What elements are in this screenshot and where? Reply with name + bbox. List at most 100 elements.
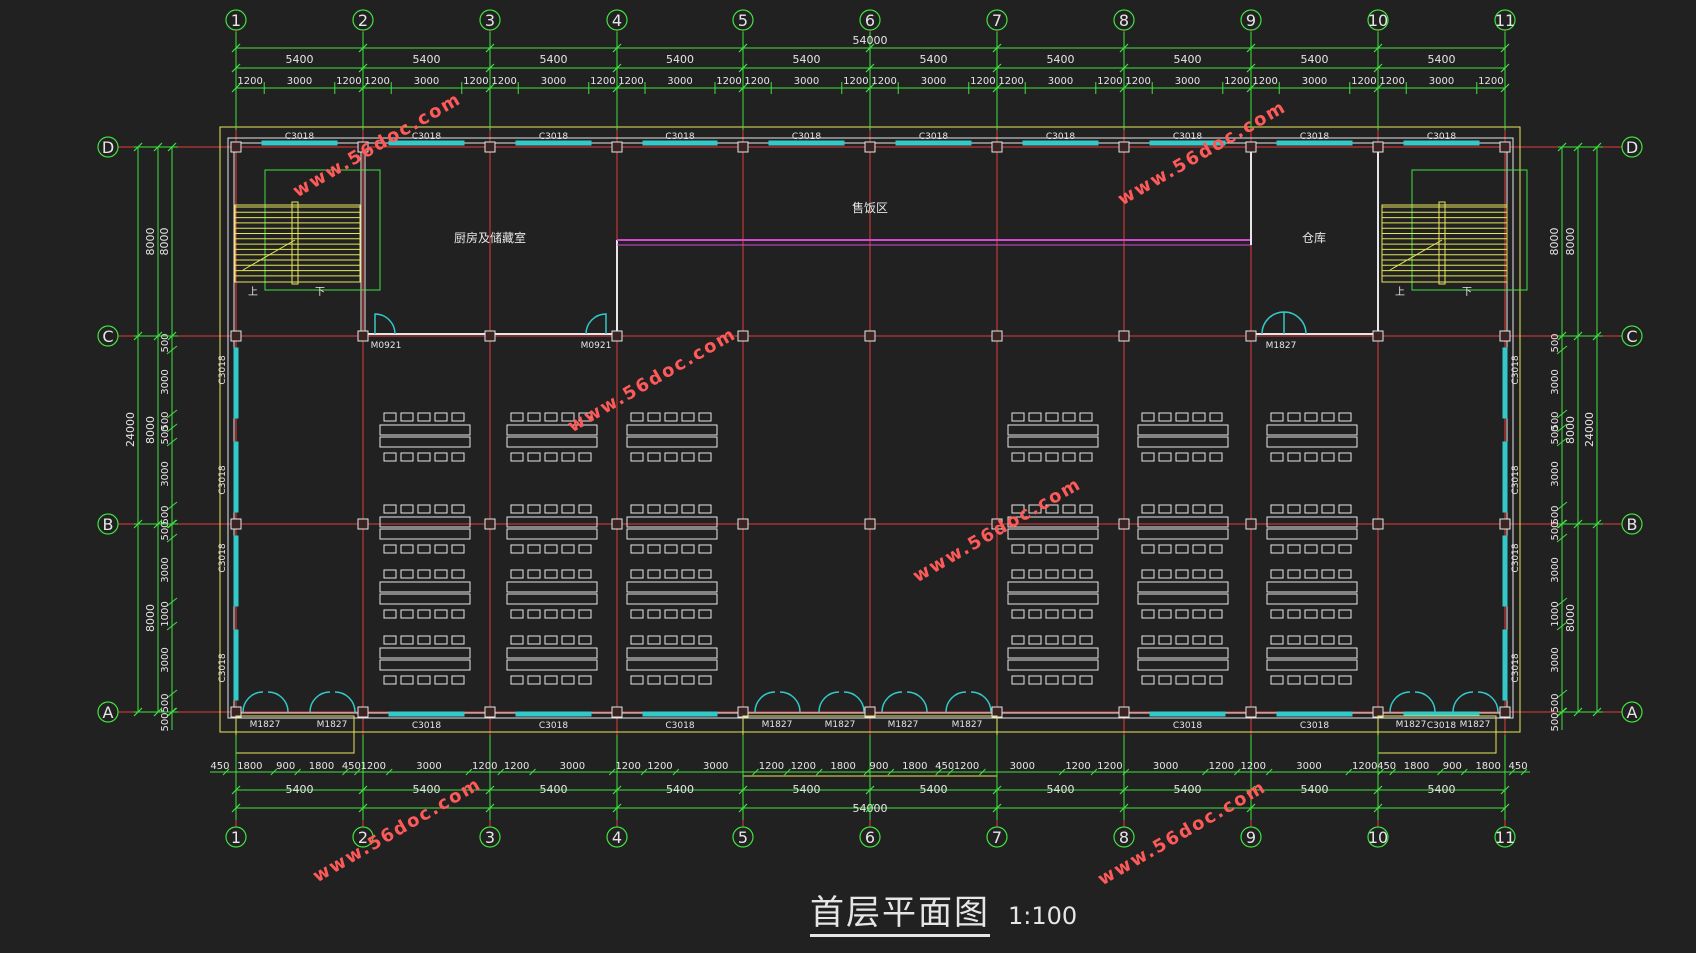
chair: [383, 609, 397, 619]
chair: [664, 675, 678, 685]
dim-tick: [231, 83, 241, 93]
axis-bubble-top-2-label: 2: [358, 11, 368, 30]
dim-bay-left: 8000: [144, 604, 157, 632]
dim-tick: [231, 43, 241, 53]
table: [1007, 659, 1099, 671]
table-group: [1007, 412, 1099, 462]
chair: [544, 452, 558, 462]
table: [1007, 647, 1099, 659]
dim-detail-left: 8000: [158, 228, 171, 256]
chair: [1062, 504, 1076, 514]
table: [506, 424, 598, 436]
dim-detail-top: 1200: [871, 76, 896, 87]
chair: [578, 609, 592, 619]
axis-bubble-top-3: [479, 9, 501, 31]
door-m1827-bottom: [754, 691, 801, 713]
dim-detail-top: 3000: [1302, 76, 1327, 87]
column: [1499, 706, 1511, 718]
chair: [383, 544, 397, 554]
dim-detail-bottom: 1800: [237, 761, 262, 772]
table-group: [1266, 412, 1358, 462]
dim-bay-bottom: 5400: [793, 783, 821, 796]
door-tag-m1827-bottom: M1827: [1396, 720, 1427, 730]
table: [1137, 516, 1229, 528]
dim-tick: [1556, 437, 1568, 447]
column: [1118, 518, 1130, 530]
chair: [1338, 412, 1352, 422]
column: [737, 330, 749, 342]
chair: [400, 544, 414, 554]
chair: [1141, 504, 1155, 514]
dim-bay-top: 5400: [793, 53, 821, 66]
chair: [1270, 569, 1284, 579]
dim-tick: [1556, 501, 1568, 511]
window-tag-top: C3018: [919, 132, 948, 142]
window-tag-bottom: C3018: [1173, 721, 1202, 731]
chair: [1209, 452, 1223, 462]
dim-tick: [166, 533, 178, 543]
dim-detail-top: 3000: [541, 76, 566, 87]
dim-detail-right: 500: [1550, 411, 1561, 430]
table: [506, 436, 598, 448]
dim-tick: [947, 768, 954, 776]
table-group: [506, 412, 598, 462]
axis-bubble-right-B-label: B: [1627, 515, 1638, 534]
window-tag-top: C3018: [539, 132, 568, 142]
chair: [451, 609, 465, 619]
chair: [1141, 675, 1155, 685]
door-tag-m1827-bottom: M1827: [250, 720, 281, 730]
chair: [1209, 412, 1223, 422]
chair: [383, 569, 397, 579]
chair: [647, 609, 661, 619]
window-top: [1022, 140, 1099, 146]
chair: [681, 544, 695, 554]
chair: [681, 569, 695, 579]
dim-detail-right: 500: [1550, 333, 1561, 352]
chair: [578, 635, 592, 645]
chair: [698, 569, 712, 579]
dim-detail-top: 1200: [970, 76, 995, 87]
dim-detail-bottom: 1200: [954, 761, 979, 772]
stair-right-rail: [1438, 201, 1446, 285]
door-m1827-bottom: [945, 691, 992, 713]
dim-detail-bottom: 3000: [416, 761, 441, 772]
door-m1827-bottom: [1389, 691, 1436, 713]
dim-tick: [1500, 803, 1510, 813]
table: [506, 516, 598, 528]
chair: [451, 635, 465, 645]
axis-bubble-top-9: [1240, 9, 1262, 31]
chair: [1287, 569, 1301, 579]
dim-detail-bottom: 1800: [309, 761, 334, 772]
dim-detail-bottom: 1200: [647, 761, 672, 772]
dim-tick: [1556, 409, 1568, 419]
chair: [1270, 412, 1284, 422]
chair: [647, 635, 661, 645]
chair: [1062, 412, 1076, 422]
chair: [1338, 504, 1352, 514]
chair: [1321, 569, 1335, 579]
column: [1118, 141, 1130, 153]
chair: [527, 569, 541, 579]
dim-detail-bottom: 450: [1377, 761, 1396, 772]
window-bottom: [515, 711, 592, 717]
chair: [1321, 544, 1335, 554]
dim-detail-bottom: 900: [869, 761, 888, 772]
dim-bay-bottom: 5400: [1301, 783, 1329, 796]
dim-detail-top: 3000: [1429, 76, 1454, 87]
table-group: [1266, 504, 1358, 554]
table: [1137, 659, 1229, 671]
axis-bubble-bottom-10-label: 10: [1368, 828, 1388, 847]
table-group: [626, 569, 718, 619]
window-side: [1502, 347, 1508, 419]
dim-tick: [1556, 345, 1568, 355]
axis-bubble-top-7: [986, 9, 1008, 31]
dim-tick: [1345, 768, 1353, 776]
chair: [1141, 544, 1155, 554]
dim-bay-top: 5400: [1428, 53, 1456, 66]
chair: [681, 452, 695, 462]
axis-bubble-bottom-1-label: 1: [231, 828, 241, 847]
chair: [1062, 452, 1076, 462]
table: [506, 647, 598, 659]
chair: [1011, 412, 1025, 422]
axis-bubble-left-A-label: A: [103, 703, 114, 722]
